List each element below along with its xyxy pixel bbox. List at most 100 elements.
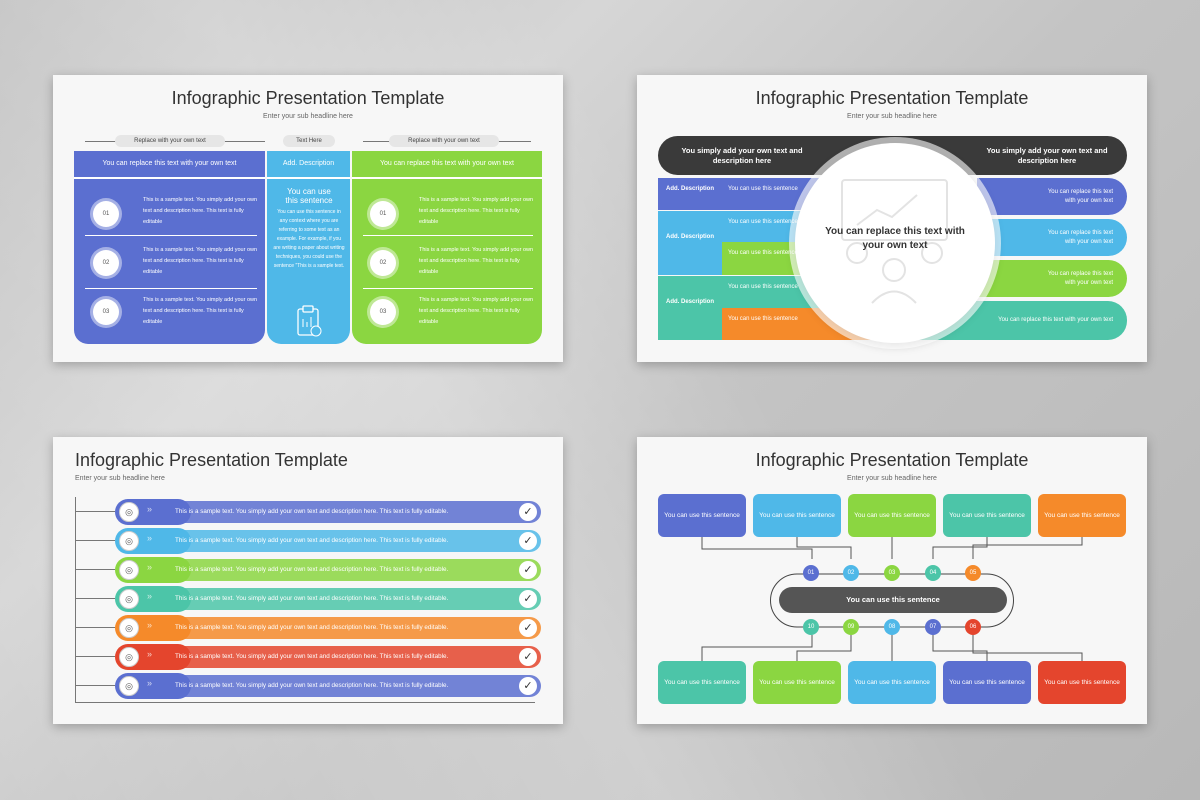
- connector: [75, 511, 115, 512]
- bottom-box: You can use this sentence: [1038, 661, 1126, 704]
- bottom-box: You can use this sentence: [848, 661, 936, 704]
- item-text: This is a sample text. You simply add yo…: [143, 197, 258, 225]
- check-icon[interactable]: ✓: [519, 677, 537, 695]
- top-left-text: You simply add your own text and descrip…: [681, 146, 803, 165]
- slide-subtitle: Enter your sub headline here: [75, 475, 165, 482]
- check-icon[interactable]: ✓: [519, 648, 537, 666]
- settings-icon: ◎: [119, 589, 139, 609]
- check-icon[interactable]: ✓: [519, 503, 537, 521]
- row-text: This is a sample text. You simply add yo…: [175, 537, 449, 544]
- right-header: Replace with your own text: [389, 135, 499, 147]
- connector: [75, 685, 115, 686]
- chevron-icon: »: [147, 533, 153, 543]
- step-dot: 10: [803, 619, 819, 635]
- row-bar: [149, 675, 541, 697]
- row-text: This is a sample text. You simply add yo…: [175, 508, 449, 515]
- left-header: Replace with your own text: [115, 135, 225, 147]
- item-text: This is a sample text. You simply add yo…: [143, 247, 258, 275]
- item-number: 01: [370, 201, 396, 227]
- slide-4[interactable]: Infographic Presentation Template Enter …: [637, 437, 1147, 724]
- row-text: This is a sample text. You simply add yo…: [175, 653, 449, 660]
- right-item: You can replace this text with your own …: [977, 219, 1127, 256]
- bottom-box: You can use this sentence: [943, 661, 1031, 704]
- step-dot: 06: [965, 619, 981, 635]
- chevron-icon: »: [147, 504, 153, 514]
- top-right-text: You simply add your own text and descrip…: [986, 146, 1108, 165]
- check-icon[interactable]: ✓: [519, 590, 537, 608]
- item-text: This is a sample text. You simply add yo…: [419, 197, 534, 225]
- gear-people-icon: ◎: [119, 531, 139, 551]
- mid-panel-title: Add. Description: [267, 151, 350, 179]
- slide-2[interactable]: Infographic Presentation Template Enter …: [637, 75, 1147, 362]
- left-label: Add. Description: [658, 276, 722, 340]
- chevron-icon: »: [147, 591, 153, 601]
- top-box: You can use this sentence: [753, 494, 841, 537]
- slide-subtitle: Enter your sub headline here: [847, 475, 937, 482]
- mid-header: Text Here: [283, 135, 335, 147]
- slide-1[interactable]: Infographic Presentation Template Enter …: [53, 75, 563, 362]
- item-text: This is a sample text. You simply add yo…: [419, 247, 534, 275]
- row-text: This is a sample text. You simply add yo…: [175, 566, 449, 573]
- row-bar: [149, 617, 541, 639]
- presentation-icon: [841, 179, 948, 304]
- chevron-icon: »: [147, 562, 153, 572]
- bottom-line: [75, 702, 535, 703]
- connector: [75, 627, 115, 628]
- divider: [85, 288, 257, 289]
- row-bar: [149, 646, 541, 668]
- item-number: 02: [93, 250, 119, 276]
- item-number: 01: [93, 201, 119, 227]
- left-panel-title: You can replace this text with your own …: [74, 151, 265, 179]
- step-dot: 01: [803, 565, 819, 581]
- slide-subtitle: Enter your sub headline here: [847, 113, 937, 120]
- connector: [75, 569, 115, 570]
- left-label: Add. Description: [658, 211, 722, 275]
- divider: [363, 288, 533, 289]
- center-text: You can replace this text with your own …: [825, 226, 965, 251]
- slide-title: Infographic Presentation Template: [755, 450, 1029, 470]
- divider: [85, 235, 257, 236]
- mid-panel-body: You can use this sentence in any context…: [273, 209, 345, 269]
- connector: [75, 598, 115, 599]
- item-text: This is a sample text. You simply add yo…: [419, 297, 534, 325]
- top-box: You can use this sentence: [658, 494, 746, 537]
- slide-3[interactable]: Infographic Presentation Template Enter …: [53, 437, 563, 724]
- bracket-line: [75, 497, 76, 702]
- top-box: You can use this sentence: [943, 494, 1031, 537]
- row-bar: [149, 559, 541, 581]
- team-icon: ◎: [119, 560, 139, 580]
- row-text: This is a sample text. You simply add yo…: [175, 682, 449, 689]
- connector: [75, 656, 115, 657]
- chart-icon: ◎: [119, 647, 139, 667]
- slide-title: Infographic Presentation Template: [75, 450, 348, 470]
- center-bar: You can use this sentence: [779, 587, 1007, 613]
- item-number: 03: [370, 299, 396, 325]
- step-dot: 04: [925, 565, 941, 581]
- right-item: You can replace this text with your own …: [967, 260, 1127, 297]
- chevron-icon: »: [147, 678, 153, 688]
- item-number: 02: [370, 250, 396, 276]
- top-box: You can use this sentence: [1038, 494, 1126, 537]
- step-dot: 07: [925, 619, 941, 635]
- top-box: You can use this sentence: [848, 494, 936, 537]
- step-dot: 09: [843, 619, 859, 635]
- hierarchy-icon: ◎: [119, 676, 139, 696]
- check-icon[interactable]: ✓: [519, 532, 537, 550]
- step-dot: 08: [884, 619, 900, 635]
- clipboard-icon: [297, 305, 322, 337]
- row-bar: [149, 530, 541, 552]
- target-icon: ◎: [119, 502, 139, 522]
- item-number: 03: [93, 299, 119, 325]
- slide-title: Infographic Presentation Template: [755, 88, 1029, 108]
- right-item: You can replace this text with your own …: [977, 178, 1127, 215]
- slide-title: Infographic Presentation Template: [171, 88, 445, 108]
- chevron-icon: »: [147, 620, 153, 630]
- step-dot: 03: [884, 565, 900, 581]
- connector: [75, 540, 115, 541]
- item-text: This is a sample text. You simply add yo…: [143, 297, 258, 325]
- check-icon[interactable]: ✓: [519, 561, 537, 579]
- row-text: This is a sample text. You simply add yo…: [175, 624, 449, 631]
- check-icon[interactable]: ✓: [519, 619, 537, 637]
- network-icon: ◎: [119, 618, 139, 638]
- row-text: This is a sample text. You simply add yo…: [175, 595, 449, 602]
